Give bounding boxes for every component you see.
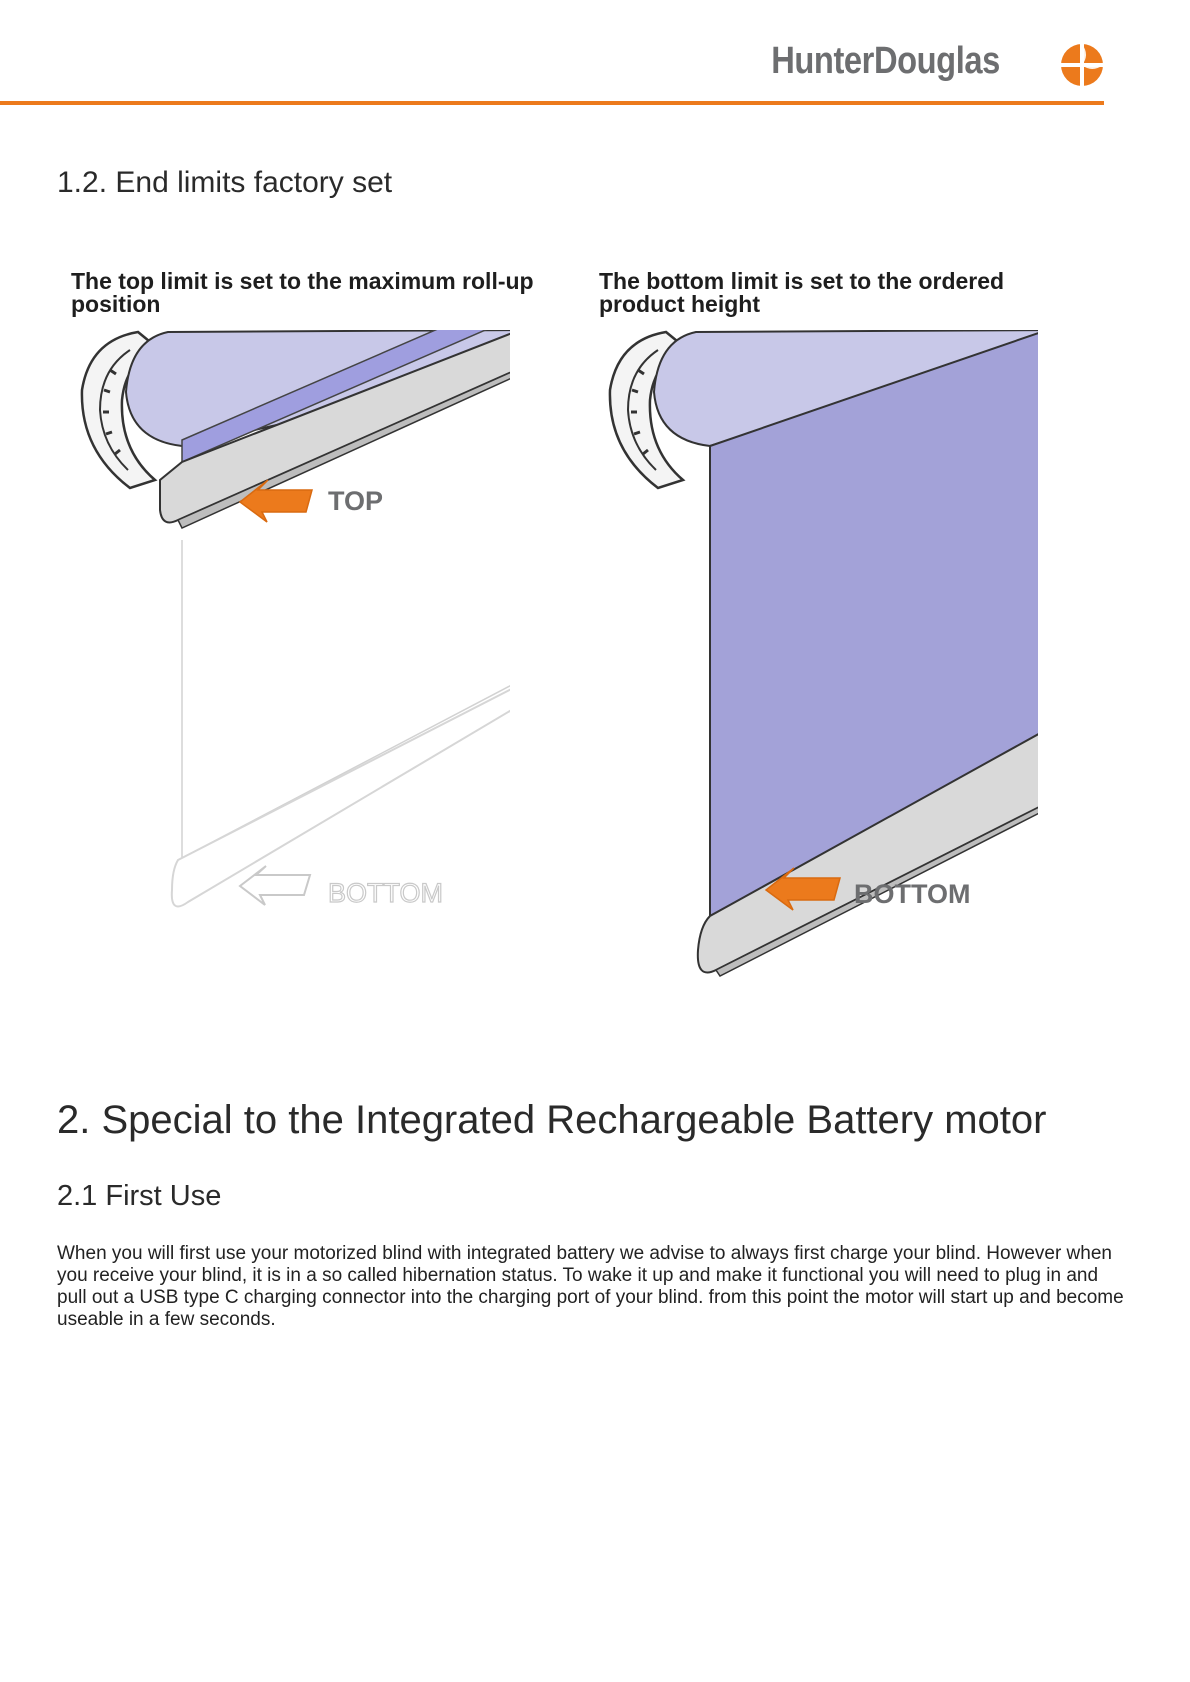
bottom-arrow-icon: [764, 867, 841, 911]
caption-top-limit: The top limit is set to the maximum roll…: [71, 268, 534, 317]
caption-bottom-limit: The bottom limit is set to the ordered p…: [599, 268, 1005, 317]
fabric-panel: [709, 332, 1038, 918]
ghost-fabric: [181, 540, 510, 859]
section-heading-end-limits: 1.2. End limits factory set: [57, 166, 393, 199]
bottom-rail: [696, 733, 1038, 977]
page-header: HunterDouglas: [0, 0, 1190, 105]
header-rule: [0, 101, 1104, 105]
figure-top-limit: BOTTOM TOP: [60, 330, 510, 1010]
bottom-label: BOTTOM: [854, 879, 971, 909]
top-arrow-icon: [238, 479, 313, 523]
section-heading-battery-motor: 2. Special to the Integrated Rechargeabl…: [57, 1098, 1047, 1142]
first-use-paragraph: When you will first use your motorized b…: [57, 1243, 1124, 1330]
figure-bottom-limit: BOTTOM: [588, 330, 1038, 1010]
brand-name: HunterDouglas: [771, 40, 1000, 82]
ghost-bottom-label: BOTTOM: [328, 878, 443, 908]
top-label: TOP: [328, 486, 383, 516]
ghost-bottom-arrow-icon: [238, 865, 312, 906]
roller-tube: [124, 330, 510, 464]
hunter-douglas-logo-icon: [1061, 44, 1103, 86]
roller-tube: [652, 330, 1038, 448]
head-rail: [159, 332, 510, 529]
subheading-first-use: 2.1 First Use: [57, 1180, 222, 1212]
ghost-bottom-rail: [170, 688, 510, 908]
